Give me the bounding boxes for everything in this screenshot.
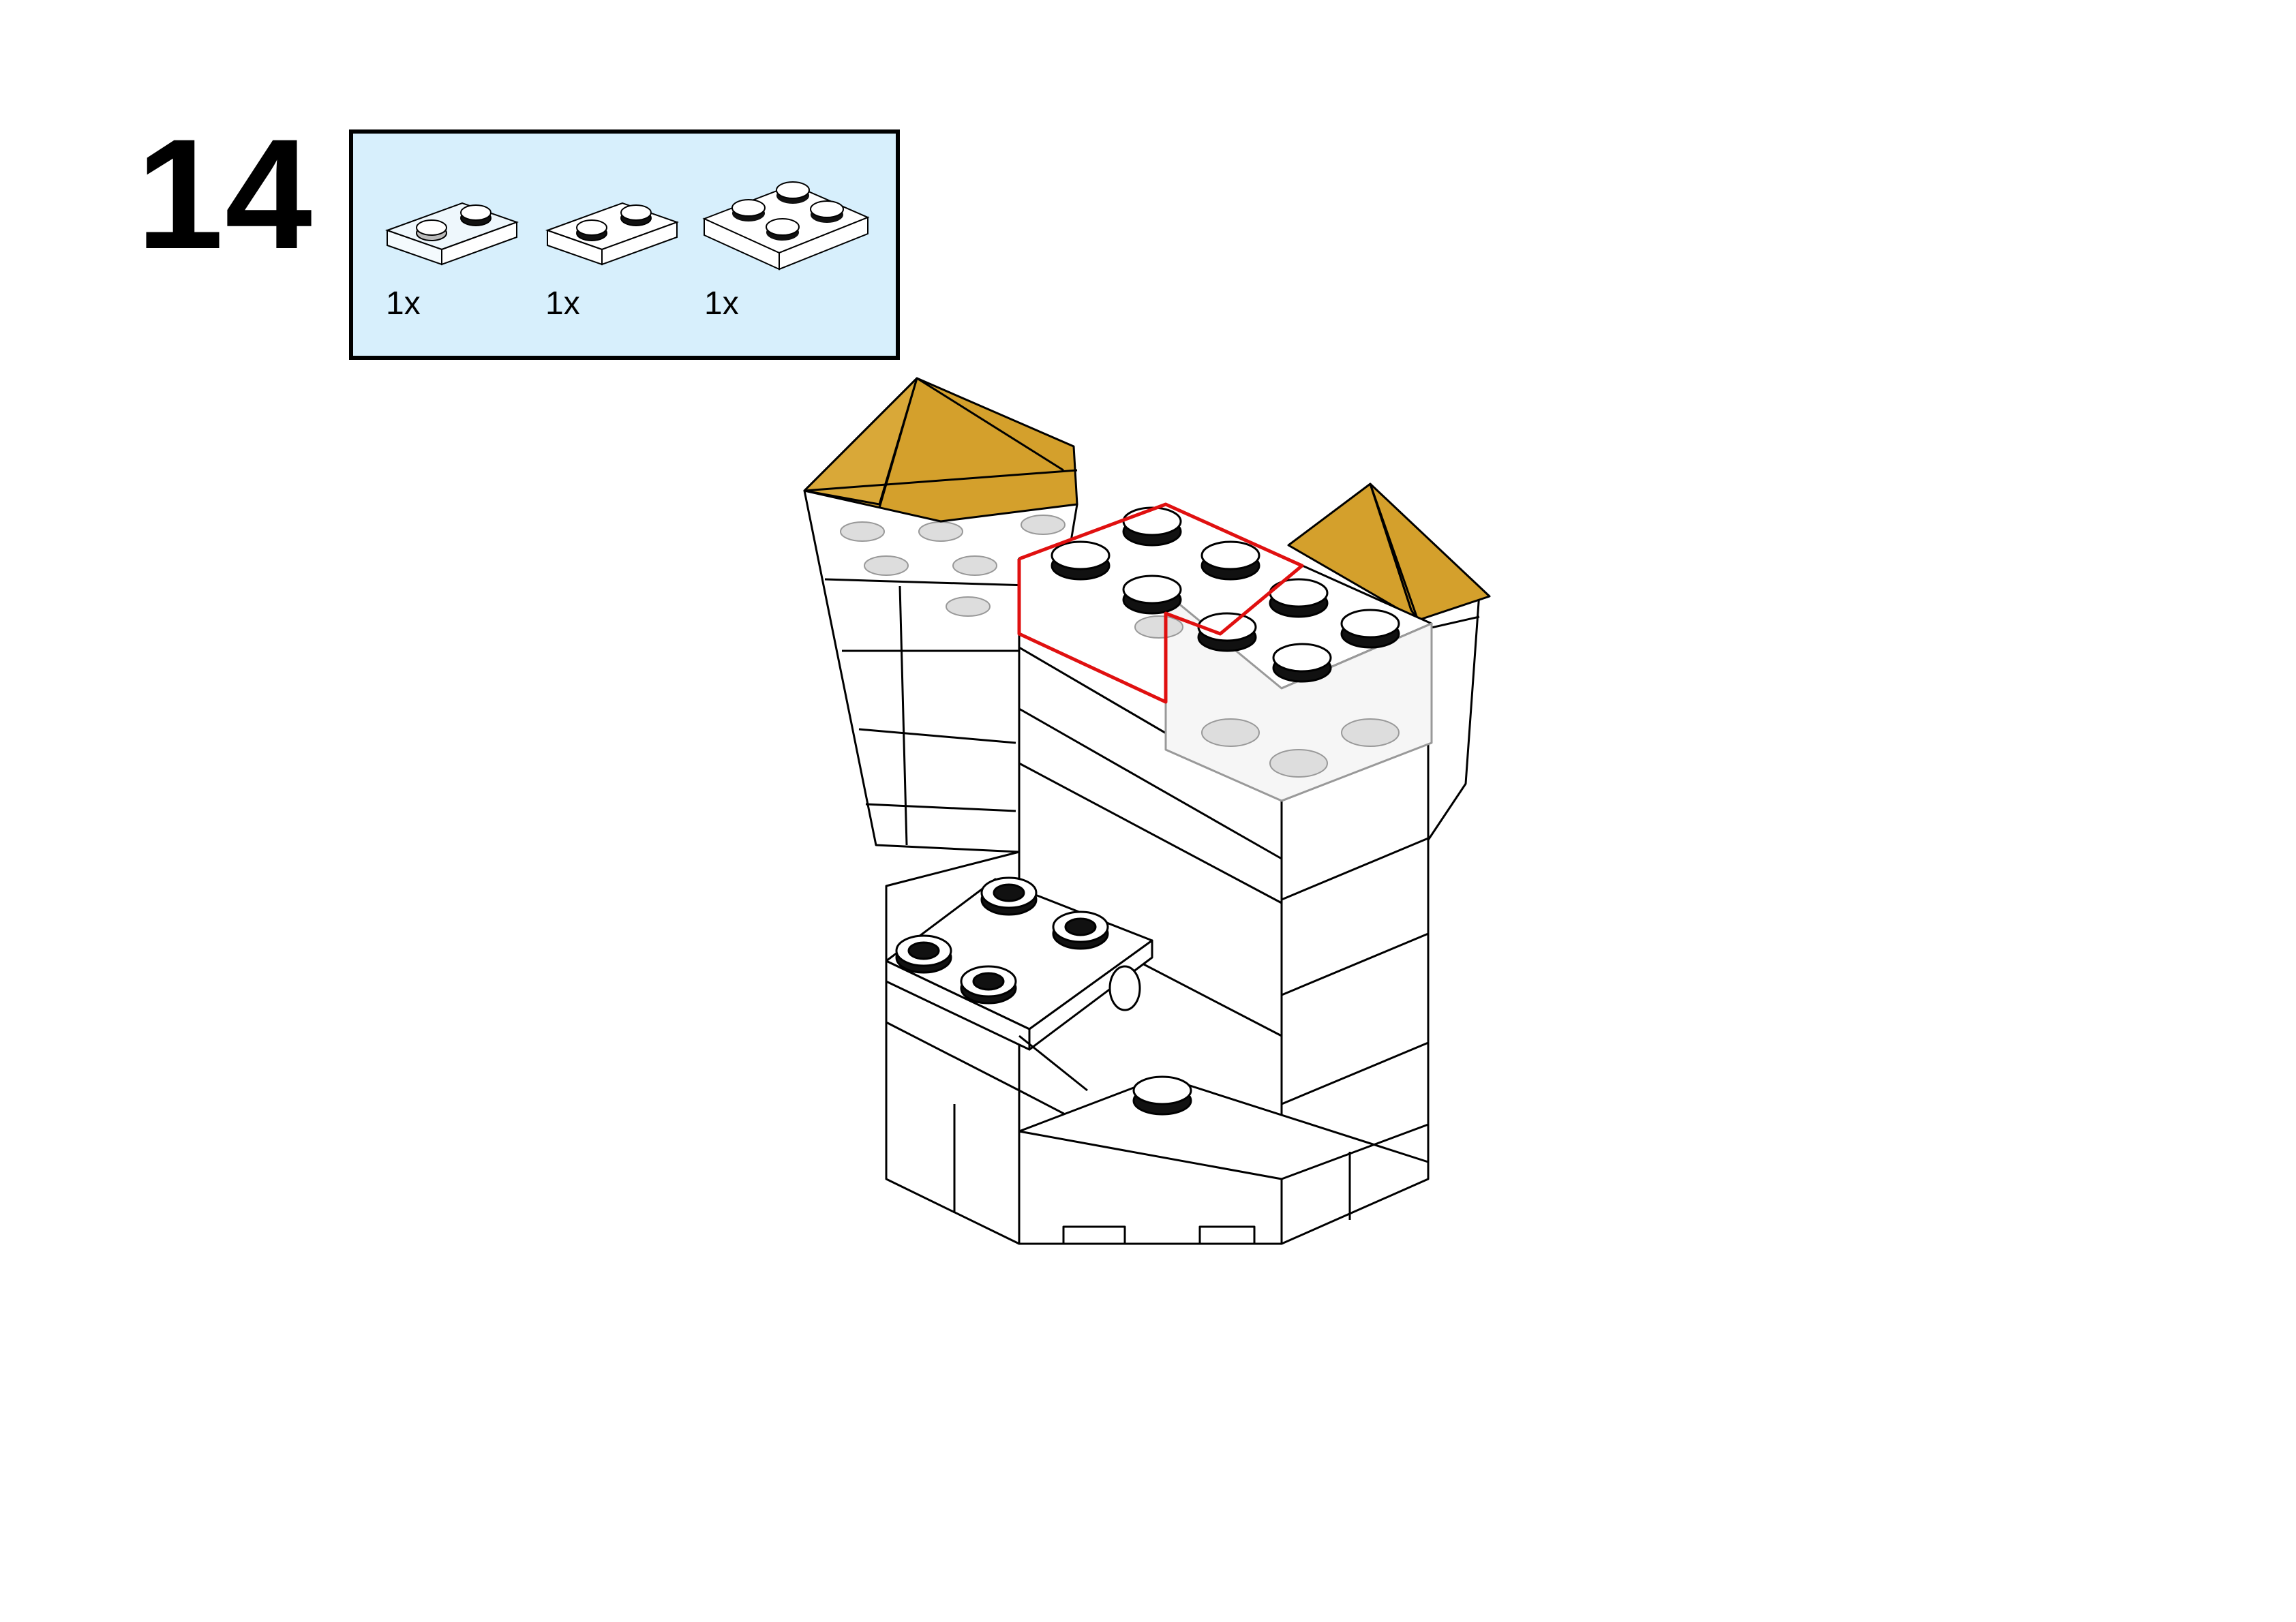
- base: [885, 851, 1430, 1245]
- part-plate-2x2-white: [697, 157, 881, 287]
- parts-list: 1x 1x 1x: [349, 129, 900, 360]
- left-tower: [803, 377, 1078, 853]
- main-block: [1018, 503, 1433, 1228]
- tilted-plate: [885, 876, 1153, 1092]
- part-quantity: 1x: [704, 286, 739, 322]
- part-plate-1x2-white: [541, 188, 691, 284]
- part-plate-1x2-transparent: [380, 188, 530, 284]
- step-number: 14: [136, 106, 314, 281]
- part-quantity: 1x: [386, 286, 421, 322]
- part-quantity: 1x: [545, 286, 580, 322]
- new-parts-highlight: [1017, 502, 1304, 704]
